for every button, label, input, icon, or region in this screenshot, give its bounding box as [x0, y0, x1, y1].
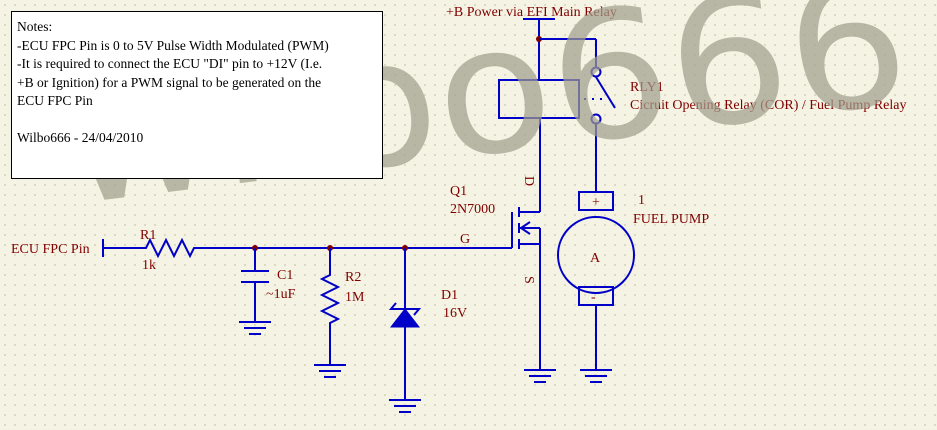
relay-rly1	[498, 38, 616, 192]
d1-value: 16V	[443, 306, 467, 321]
q1-pin-g: G	[460, 232, 470, 247]
capacitor-c1	[239, 248, 271, 335]
notes-line: +B or Ignition) for a PWM signal to be g…	[17, 74, 322, 90]
c1-value: ~1uF	[266, 287, 296, 302]
motor-symbol: A	[590, 251, 601, 266]
q1-pin-d: D	[521, 176, 536, 186]
notes-line: ECU FPC Pin	[17, 93, 93, 108]
motor-plus: +	[592, 195, 600, 210]
resistor-r2	[314, 248, 346, 378]
notes-line: Notes:	[17, 19, 53, 34]
c1-ref: C1	[277, 268, 293, 283]
zener-diode-d1	[388, 248, 422, 413]
d1-ref: D1	[441, 288, 458, 303]
notes-line: -ECU FPC Pin is 0 to 5V Pulse Width Modu…	[17, 37, 329, 53]
notes-line: -It is required to connect the ECU "DI" …	[17, 56, 323, 71]
relay-ref: RLY1	[630, 80, 664, 95]
r2-ref: R2	[345, 270, 361, 285]
motor-minus: -	[591, 290, 596, 305]
input-terminal	[102, 239, 140, 257]
power-rail	[523, 18, 555, 80]
input-label: ECU FPC Pin	[11, 242, 90, 257]
power-label: +B Power via EFI Main Relay	[446, 5, 617, 20]
r2-value: 1M	[345, 290, 365, 305]
motor-pin: 1	[638, 193, 645, 208]
relay-value: Cicruit Opening Relay (COR) / Fuel Pump …	[630, 98, 906, 113]
notes-signature: Wilbo666 - 24/04/2010	[17, 129, 144, 145]
q1-ref: Q1	[450, 184, 467, 199]
q1-value: 2N7000	[450, 202, 495, 217]
q1-pin-s: S	[521, 276, 536, 284]
r1-ref: R1	[140, 228, 156, 243]
notes-box: Notes: -ECU FPC Pin is 0 to 5V Pulse Wid…	[11, 11, 383, 179]
fuel-pump-motor	[557, 191, 635, 383]
mosfet-q1	[511, 118, 556, 383]
motor-value: FUEL PUMP	[633, 212, 709, 227]
r1-value: 1k	[142, 258, 156, 273]
resistor-r1	[140, 237, 200, 259]
